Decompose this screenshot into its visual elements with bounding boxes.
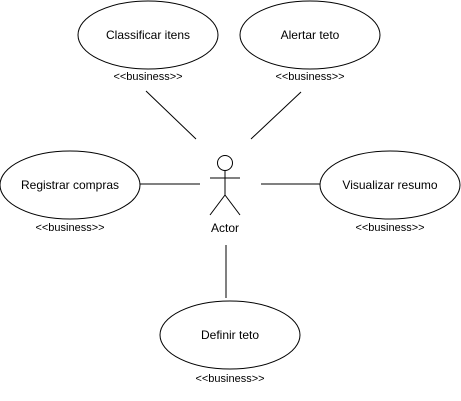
association-alertar <box>250 91 302 140</box>
use-case-alertar[interactable]: Alertar teto <<business>> <box>239 0 381 83</box>
use-case-visualizar[interactable]: Visualizar resumo <<business>> <box>319 150 461 234</box>
stereotype-label: <<business>> <box>275 71 344 83</box>
use-case-classificar[interactable]: Classificar itens <<business>> <box>77 0 219 83</box>
use-case-label: Visualizar resumo <box>342 178 437 192</box>
use-case-definir[interactable]: Definir teto <<business>> <box>159 300 301 385</box>
use-case-label: Definir teto <box>201 328 259 342</box>
actor-icon <box>209 155 241 216</box>
stereotype-label: <<business>> <box>113 71 182 83</box>
stereotype-label: <<business>> <box>35 222 104 234</box>
use-case-label: Classificar itens <box>106 28 190 42</box>
actor[interactable]: Actor <box>209 155 241 236</box>
use-case-label: Registrar compras <box>21 178 119 192</box>
stereotype-label: <<business>> <box>355 222 424 234</box>
use-case-label: Alertar teto <box>281 28 340 42</box>
stereotype-label: <<business>> <box>195 373 264 385</box>
use-case-registrar[interactable]: Registrar compras <<business>> <box>0 150 141 234</box>
actor-label: Actor <box>211 221 239 235</box>
association-classificar <box>145 90 197 140</box>
